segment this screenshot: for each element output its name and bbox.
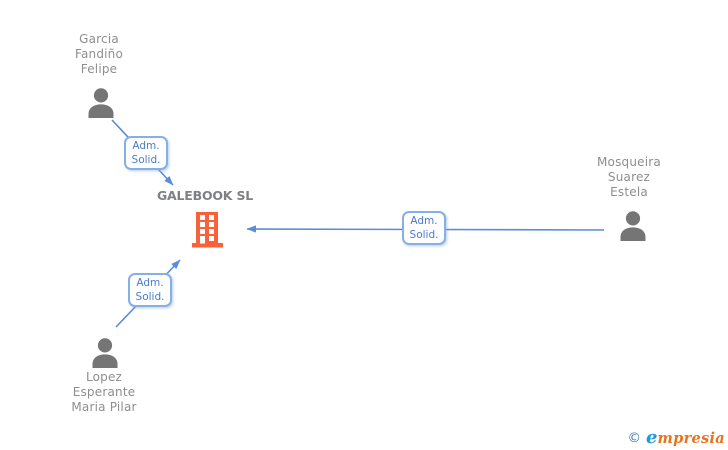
relation-line: Adm. (132, 140, 160, 152)
relation-line: Solid. (131, 154, 161, 166)
brand-initial: e (646, 427, 658, 448)
name-line: Maria Pilar (71, 400, 137, 414)
relation-label-adm-solid-1: Adm. Solid. (124, 136, 168, 170)
relation-label-adm-solid-2: Adm. Solid. (402, 211, 446, 245)
name-line: Felipe (80, 62, 118, 76)
relation-line: Adm. (410, 215, 438, 227)
name-line: Garcia (79, 32, 119, 46)
name-line: Suarez (607, 170, 651, 184)
empresia-logo[interactable]: ©empresia (628, 427, 725, 448)
name-line: Lopez (85, 370, 123, 384)
name-line: Estela (610, 185, 648, 199)
name-line: Esperante (72, 385, 136, 399)
person-name-mosqueira-suarez-estela[interactable]: Mosqueira Suarez Estela (564, 155, 694, 200)
person-icon-garcia[interactable] (85, 88, 117, 118)
copyright-icon: © (627, 430, 642, 446)
name-line: Mosqueira (597, 155, 661, 169)
relation-line: Solid. (409, 229, 439, 241)
person-name-lopez-esperante-maria-pilar[interactable]: Lopez Esperante Maria Pilar (39, 370, 169, 415)
person-icon-mosqueira[interactable] (617, 211, 649, 241)
relation-line: Solid. (135, 291, 165, 303)
company-building-icon[interactable] (190, 209, 225, 248)
company-name-galebook-sl[interactable]: GALEBOOK SL (156, 188, 254, 203)
person-name-garcia-fandino-felipe[interactable]: Garcia Fandiño Felipe (34, 32, 164, 77)
brand-wordmark: mpresia (657, 430, 725, 447)
relation-label-adm-solid-3: Adm. Solid. (128, 273, 172, 307)
relation-line: Adm. (136, 277, 164, 289)
person-icon-lopez[interactable] (89, 338, 121, 368)
name-line: Fandiño (74, 47, 124, 61)
